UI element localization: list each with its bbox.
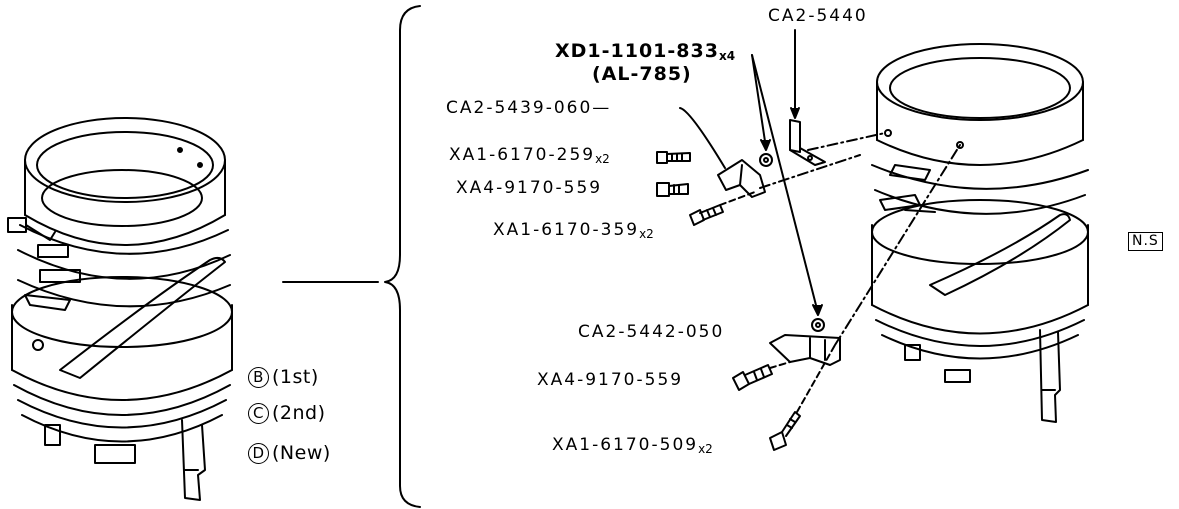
ns-badge: N.S xyxy=(1128,232,1163,252)
legend-text-b: (1st) xyxy=(272,366,319,388)
screw-xa1-6170-259 xyxy=(656,151,691,164)
label-xa4-9170-559-bottom: XA4-9170-559 xyxy=(537,370,684,390)
legend-text-d: (New) xyxy=(272,442,331,464)
bracket-ca2-5439-060 xyxy=(717,159,766,198)
washer-2 xyxy=(811,318,825,332)
circled-letter-d: D xyxy=(248,442,269,464)
right-lens-assembly xyxy=(871,43,1089,423)
alignment-line-bottom xyxy=(834,144,961,346)
screw-xa1-6170-359 xyxy=(689,204,724,226)
legend-item-d: D (New) xyxy=(248,442,331,464)
circled-letter-b: B xyxy=(248,366,269,388)
bracket-ca2-5440 xyxy=(789,119,826,166)
label-xd1-1101-833: XD1-1101-833x4 xyxy=(555,40,736,63)
washer-1 xyxy=(759,153,773,167)
alignment-line-top xyxy=(807,132,886,151)
label-ca2-5439-060: CA2-5439-060— xyxy=(446,98,612,118)
screw-xa4-9170-559-bottom xyxy=(732,364,773,391)
leader-xd1-b xyxy=(751,54,819,314)
label-xa4-9170-559-top: XA4-9170-559 xyxy=(456,178,603,198)
curly-brace xyxy=(384,5,421,508)
screw-xa4-9170-559-top xyxy=(656,182,689,197)
label-ca2-5440: CA2-5440 xyxy=(768,6,868,26)
label-xa1-6170-259: XA1-6170-259x2 xyxy=(449,145,610,166)
leader-xd1-a xyxy=(751,54,767,149)
legend-item-b: B (1st) xyxy=(248,366,319,388)
label-xa1-6170-509: XA1-6170-509x2 xyxy=(552,435,713,456)
left-lens-assembly xyxy=(7,117,233,501)
label-al-785: (AL-785) xyxy=(592,63,692,85)
screw-xa1-6170-509 xyxy=(769,411,801,451)
circled-letter-c: C xyxy=(248,402,269,424)
label-ca2-5442-050: CA2-5442-050 xyxy=(578,322,725,342)
bracket-ca2-5442-050 xyxy=(769,334,841,366)
leader-ca2-5439-060 xyxy=(679,107,726,169)
label-xa1-6170-359: XA1-6170-359x2 xyxy=(493,220,654,241)
legend-item-c: C (2nd) xyxy=(248,402,326,424)
legend-text-c: (2nd) xyxy=(272,402,326,424)
